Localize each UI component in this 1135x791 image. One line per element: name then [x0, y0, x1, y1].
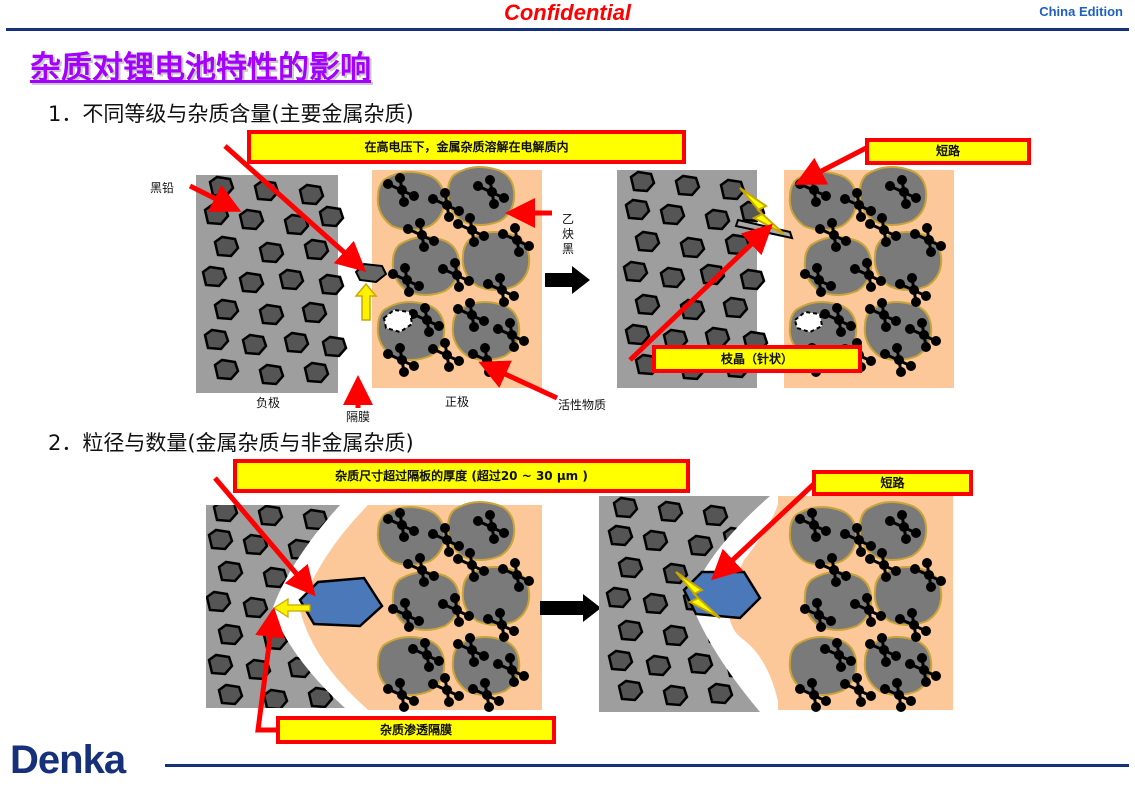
section2-heading: 2．粒径与数量(金属杂质与非金属杂质) — [48, 431, 414, 455]
label-positive-electrode: 正极 — [445, 395, 470, 409]
header-divider — [6, 28, 1129, 31]
s1-process-arrow — [545, 266, 590, 294]
section1-heading: 1．不同等级与杂质含量(主要金属杂质) — [48, 102, 414, 126]
callout-short-circuit-2: 短路 — [812, 470, 973, 496]
callout-dendrite: 枝晶（针状） — [652, 345, 862, 373]
s1-anode-left — [196, 175, 346, 393]
callout-separator-penetration: 杂质渗透隔膜 — [276, 716, 556, 744]
confidential-label: Confidential — [503, 0, 632, 25]
s2-anode-right — [599, 496, 770, 712]
callout-impurity-size: 杂质尺寸超过隔板的厚度 (超过20 ~ 30 μm ) — [233, 459, 690, 493]
s2-cathode-left — [300, 502, 542, 711]
s2-anode-left — [206, 505, 345, 708]
s1-cathode-left — [372, 167, 542, 388]
label-negative-electrode: 负极 — [256, 396, 281, 410]
label-separator: 隔膜 — [346, 410, 371, 424]
edition-label: China Edition — [1039, 4, 1123, 19]
s2-large-impurity — [272, 576, 384, 628]
footer-divider — [165, 764, 1129, 767]
s2-cathode-right — [729, 496, 953, 711]
page-title: 杂质对锂电池特性的影响 — [30, 50, 371, 86]
label-active-material: 活性物质 — [558, 398, 607, 412]
label-graphite: 黑铅 — [150, 181, 175, 195]
s1-pointer-arrows — [188, 143, 872, 408]
s2-process-arrow — [540, 594, 601, 622]
denka-logo: Denka — [10, 738, 126, 782]
callout-short-circuit-1: 短路 — [865, 138, 1031, 165]
callout-high-voltage-dissolve: 在高电压下，金属杂质溶解在电解质内 — [247, 130, 686, 164]
label-acetylene-black: 乙炔黑 — [562, 212, 575, 256]
s2-pointer-arrows — [213, 476, 818, 733]
s2-short-impurity — [675, 570, 762, 620]
